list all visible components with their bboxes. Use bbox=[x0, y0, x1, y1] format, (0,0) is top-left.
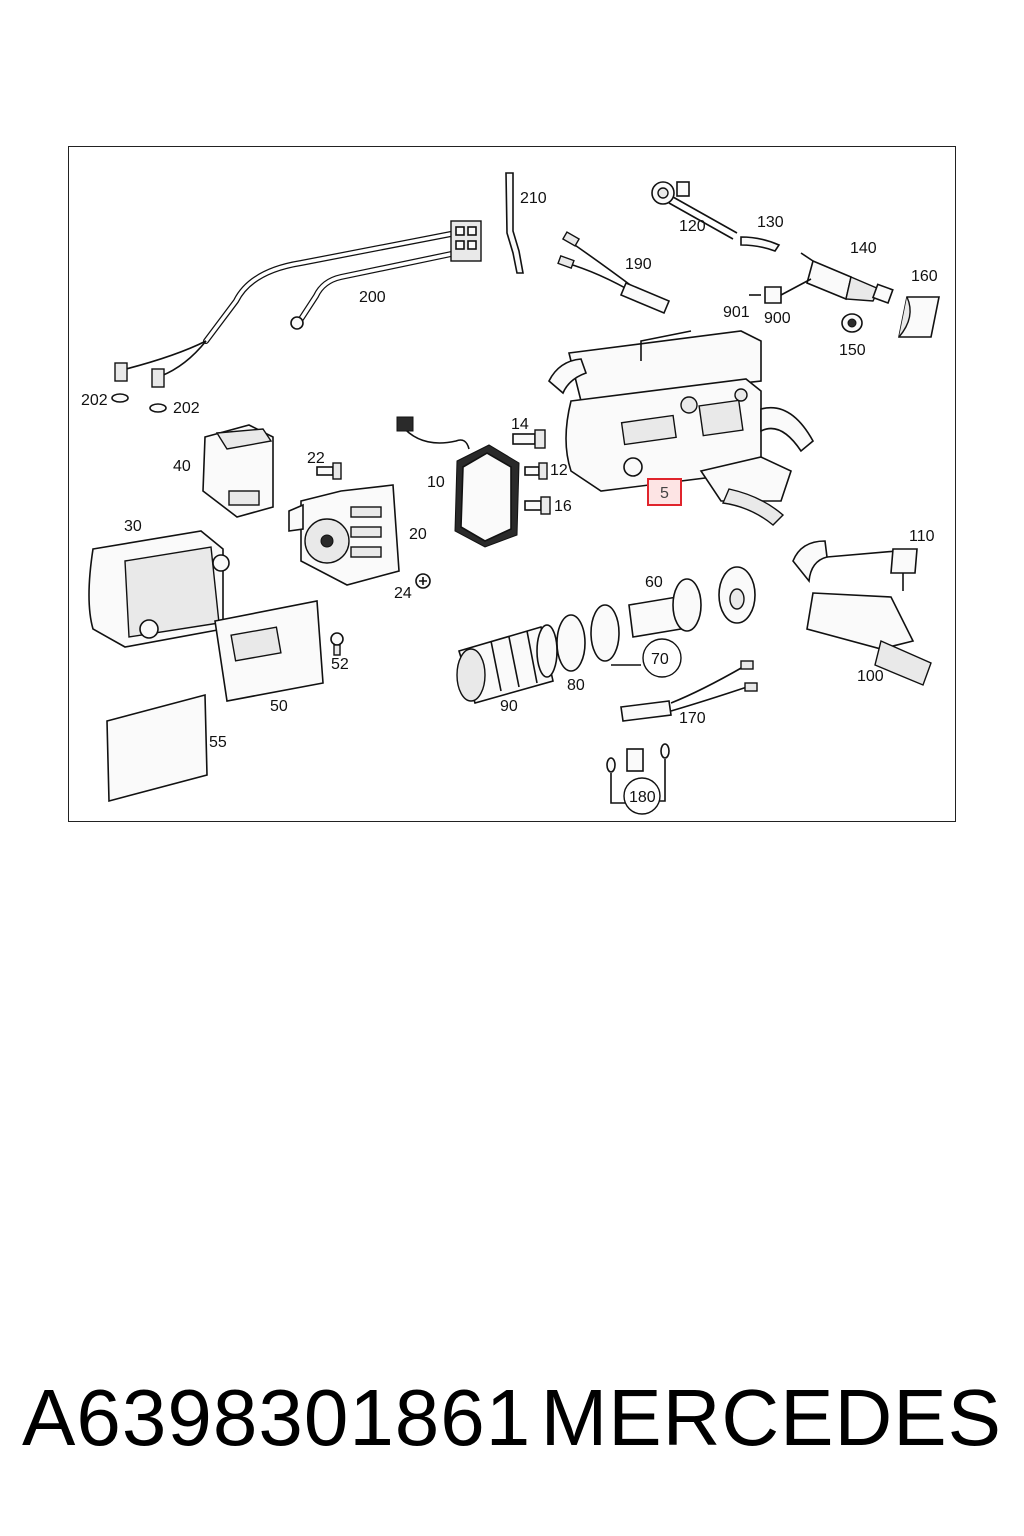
part-90-combustion-tube bbox=[456, 624, 558, 704]
part-900-connector bbox=[749, 278, 812, 304]
label-202-right: 202 bbox=[173, 400, 200, 417]
label-140: 140 bbox=[850, 240, 877, 257]
label-50: 50 bbox=[270, 698, 288, 715]
label-55: 55 bbox=[209, 734, 227, 751]
part-12-screw bbox=[524, 462, 548, 480]
part-30-housing bbox=[88, 530, 230, 648]
part-200-wiring-harness bbox=[111, 220, 482, 413]
label-900: 900 bbox=[764, 310, 791, 327]
label-190: 190 bbox=[625, 256, 652, 273]
label-130: 130 bbox=[757, 214, 784, 231]
parts-diagram-frame: 5 bbox=[68, 146, 956, 822]
part-52-screw bbox=[330, 632, 344, 656]
part-190-sensor bbox=[557, 231, 671, 315]
label-52: 52 bbox=[331, 656, 349, 673]
label-14: 14 bbox=[511, 416, 529, 433]
part-5-highlight[interactable]: 5 bbox=[647, 478, 682, 506]
label-170: 170 bbox=[679, 710, 706, 727]
label-120: 120 bbox=[679, 218, 706, 235]
part-70-group bbox=[611, 638, 682, 678]
part-130-hose bbox=[740, 236, 781, 252]
label-24: 24 bbox=[394, 585, 412, 602]
exploded-parts-diagram: 5 bbox=[81, 172, 940, 815]
part-55-label bbox=[106, 693, 208, 803]
part-140-pump bbox=[800, 252, 894, 305]
part-80-seals bbox=[556, 604, 620, 672]
part-160-clamp bbox=[898, 296, 940, 338]
part-10-control-unit bbox=[396, 416, 520, 548]
label-200: 200 bbox=[359, 289, 386, 306]
label-10: 10 bbox=[427, 474, 445, 491]
footer: A6398301861 MERCEDES bbox=[0, 1368, 1024, 1468]
label-20: 20 bbox=[409, 526, 427, 543]
part-170-glow-plug bbox=[620, 660, 758, 722]
label-180: 180 bbox=[629, 789, 656, 806]
part-22-screw bbox=[316, 462, 342, 480]
label-16: 16 bbox=[554, 498, 572, 515]
label-40: 40 bbox=[173, 458, 191, 475]
part-20-blower-motor bbox=[288, 484, 400, 586]
part-60-tube bbox=[628, 566, 756, 638]
label-150: 150 bbox=[839, 342, 866, 359]
part-40-cover bbox=[202, 424, 274, 518]
part-16-screw bbox=[524, 496, 551, 515]
label-80: 80 bbox=[567, 677, 585, 694]
label-100: 100 bbox=[857, 668, 884, 685]
label-60: 60 bbox=[645, 574, 663, 591]
label-30: 30 bbox=[124, 518, 142, 535]
part-number: A6398301861 bbox=[22, 1373, 532, 1462]
part-100-muffler bbox=[792, 540, 932, 686]
label-110: 110 bbox=[909, 528, 935, 545]
svg-text:5: 5 bbox=[660, 485, 669, 502]
label-22: 22 bbox=[307, 450, 325, 467]
label-90: 90 bbox=[500, 698, 518, 715]
part-labels: 210 120 130 140 160 190 200 901 900 150 … bbox=[81, 190, 938, 806]
part-210-bracket bbox=[505, 172, 524, 274]
label-901: 901 bbox=[723, 304, 750, 321]
label-160: 160 bbox=[911, 268, 938, 285]
part-5-heater-assembly bbox=[548, 330, 815, 526]
part-150-grommet bbox=[841, 313, 863, 333]
brand-name: MERCEDES bbox=[540, 1373, 1002, 1462]
part-24-screw bbox=[415, 573, 431, 589]
part-50-plate bbox=[214, 600, 324, 702]
part-180-sleeve-set bbox=[606, 743, 670, 815]
part-14-screw bbox=[512, 429, 546, 449]
part-120-fuel-line bbox=[651, 181, 738, 240]
label-70: 70 bbox=[651, 651, 669, 668]
part-110-clamp bbox=[890, 548, 918, 591]
label-12: 12 bbox=[550, 462, 568, 479]
label-210: 210 bbox=[520, 190, 547, 207]
label-202-left: 202 bbox=[81, 392, 108, 409]
